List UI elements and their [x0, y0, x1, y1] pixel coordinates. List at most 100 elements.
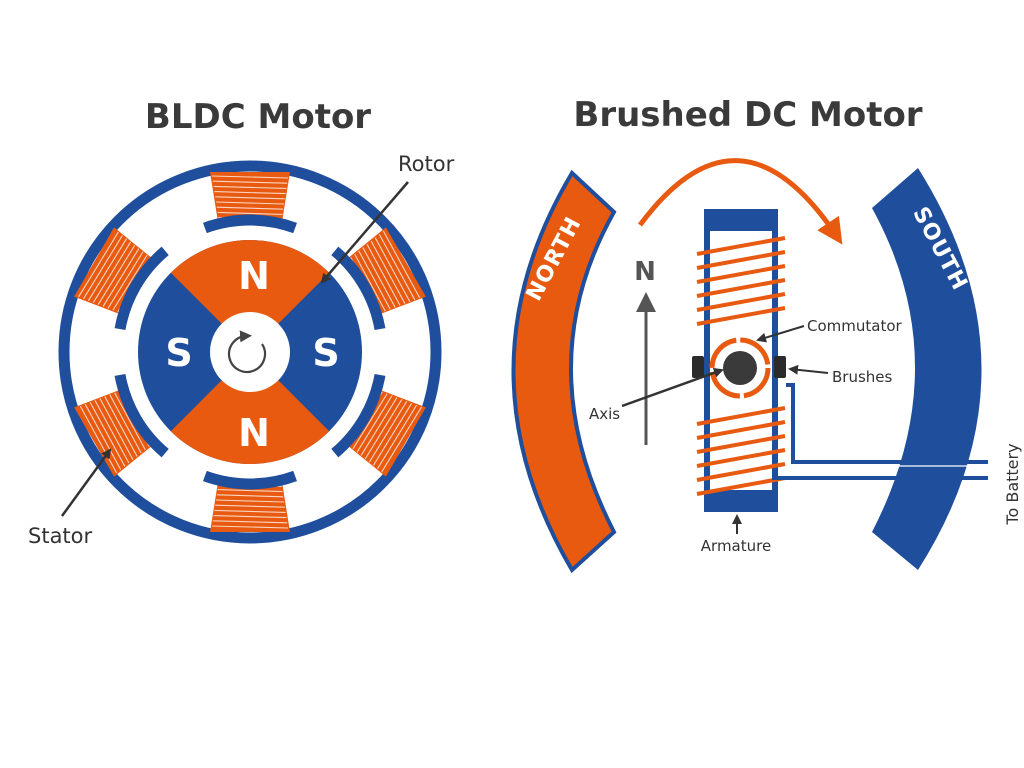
- armature-label: Armature: [701, 537, 771, 555]
- coil-winding-line: [378, 234, 416, 301]
- winding-line-top: [696, 292, 786, 312]
- commutator-callout-line: [756, 325, 805, 343]
- brushes-callout-line: [788, 364, 829, 375]
- coil-winding-line: [360, 397, 398, 456]
- pole-shoe-arc: [114, 373, 169, 458]
- coil-winding-line: [87, 238, 127, 302]
- rotate-arrow-icon: [227, 330, 267, 374]
- axis-callout-line: [621, 368, 724, 408]
- curved-arrow-icon: [637, 158, 843, 245]
- winding-line-bottom: [696, 434, 786, 454]
- stator-callout-line: [60, 448, 112, 517]
- brush-left: [692, 356, 704, 378]
- coil-winding-line: [214, 509, 286, 513]
- winding-line-bottom: [696, 476, 786, 496]
- coil-winding-line: [377, 404, 417, 469]
- coil-winding-line: [366, 244, 401, 306]
- stator-pole-shoes: [114, 214, 386, 490]
- coil-winding-line: [217, 489, 283, 493]
- coil-winding-line: [215, 196, 285, 200]
- coil-winding-line: [362, 247, 396, 308]
- pole-shoe-arc: [331, 373, 386, 458]
- coil-winding-line: [79, 405, 118, 474]
- coil-winding-line: [92, 241, 132, 303]
- coil-winding-line: [84, 403, 122, 470]
- coil-winding-line: [217, 211, 283, 215]
- coil-winding-line: [212, 180, 288, 184]
- pole-label-top: N: [238, 254, 270, 298]
- commutator-label: Commutator: [807, 317, 903, 335]
- coil-winding-line: [114, 392, 146, 451]
- pole-label-bottom: N: [238, 411, 270, 455]
- axis-shaft: [723, 351, 757, 385]
- winding-line-bottom: [696, 420, 786, 440]
- stator-coil: [210, 482, 290, 532]
- winding-line-top: [696, 278, 786, 298]
- coil-winding-line: [216, 206, 284, 210]
- coil-winding-line: [374, 237, 411, 302]
- coil-winding-line: [356, 395, 393, 453]
- winding-line-top: [696, 306, 786, 326]
- coil-winding-line: [216, 494, 284, 498]
- coil-winding-line: [373, 402, 413, 466]
- coil-body: [210, 482, 290, 532]
- rotor-north-bottom: [170, 352, 330, 465]
- coil-winding-line: [78, 231, 119, 298]
- rotor-hub: [210, 312, 290, 392]
- winding-line-bottom: [696, 462, 786, 482]
- brush-right: [774, 356, 786, 378]
- coil-winding-line: [89, 402, 126, 467]
- armature-top-bar: [704, 209, 778, 231]
- brushed-motor-panel: Brushed DC Motor NORTH SOUTH N: [511, 95, 1022, 574]
- coil-winding-line: [94, 400, 130, 464]
- axis-label: Axis: [589, 405, 620, 423]
- stator-label: Stator: [28, 524, 93, 548]
- winding-line-bottom: [696, 406, 786, 426]
- rotor-label: Rotor: [398, 152, 455, 176]
- field-direction-label: N: [634, 257, 656, 287]
- coil-winding-line: [215, 499, 285, 503]
- brushed-title: Brushed DC Motor: [573, 95, 922, 135]
- armature-windings: [696, 236, 786, 496]
- bldc-title: BLDC Motor: [145, 97, 371, 137]
- pole-label-right: S: [312, 331, 339, 375]
- battery-wires: [772, 383, 988, 480]
- coil-winding-line: [107, 251, 144, 309]
- coil-winding-line: [211, 175, 289, 179]
- rotor: N N S S: [138, 239, 362, 465]
- coil-winding-line: [368, 401, 408, 463]
- south-magnet: [872, 168, 982, 570]
- coil-winding-line: [109, 394, 142, 454]
- coil-winding-line: [112, 254, 148, 311]
- coil-winding-line: [215, 201, 285, 205]
- winding-line-bottom: [696, 448, 786, 468]
- pole-shoe-arc: [331, 246, 386, 331]
- stator-coil: [210, 172, 290, 222]
- coil-winding-line: [354, 253, 386, 312]
- coil-winding-line: [214, 191, 286, 195]
- rotor-north-top: [170, 239, 330, 352]
- north-magnet: [511, 169, 617, 574]
- armature-bottom-bar: [704, 490, 778, 512]
- coil-winding-line: [211, 525, 289, 529]
- coil-body: [210, 172, 290, 222]
- coil-winding-line: [104, 396, 138, 457]
- pole-shoe-arc: [203, 214, 297, 234]
- pole-shoe-arc: [114, 246, 169, 331]
- coil-winding-line: [352, 393, 388, 450]
- brushes-label: Brushes: [832, 368, 893, 386]
- bldc-motor-panel: BLDC Motor N N S S Rotor Stator: [28, 97, 455, 548]
- winding-line-top: [696, 236, 786, 256]
- pole-label-left: S: [165, 331, 192, 375]
- battery-label: To Battery: [1003, 443, 1022, 525]
- coil-winding-line: [99, 398, 134, 460]
- coil-winding-line: [358, 250, 391, 310]
- coil-winding-line: [213, 515, 287, 519]
- coil-winding-line: [212, 520, 288, 524]
- coil-winding-line: [97, 244, 136, 305]
- commutator-assembly: [692, 337, 786, 399]
- coil-winding-line: [83, 235, 123, 300]
- coil-winding-line: [102, 248, 140, 307]
- coil-winding-line: [364, 399, 403, 460]
- coil-winding-line: [381, 406, 422, 473]
